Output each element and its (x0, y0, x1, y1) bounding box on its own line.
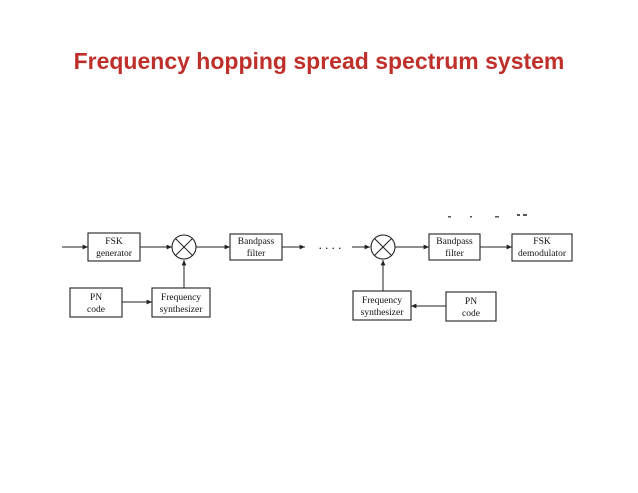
rx-frequency-synthesizer-label-1: Frequency (362, 296, 402, 306)
rx-frequency-synthesizer-label-2: synthesizer (361, 308, 405, 318)
tx-pn-code-label-2: code (87, 305, 105, 315)
tx-fsk-generator-label-1: FSK (105, 237, 123, 247)
rx-fsk-demodulator-block: FSK demodulator (511, 233, 573, 262)
tx-bandpass-filter-label-2: filter (247, 248, 266, 259)
rx-bandpass-filter-label-1: Bandpass (436, 237, 473, 247)
scan-artifacts (448, 214, 527, 218)
tx-fsk-generator-label-2: generator (96, 249, 133, 259)
rx-pn-code-block: PN code (445, 291, 497, 322)
rx-frequency-synthesizer-block: Frequency synthesizer (352, 290, 412, 321)
tx-fsk-generator-block: FSK generator (87, 232, 141, 262)
tx-frequency-synthesizer-block: Frequency synthesizer (151, 287, 211, 318)
tx-pn-code-label-1: PN (90, 293, 102, 303)
tx-frequency-synthesizer-label-1: Frequency (161, 293, 201, 303)
slide-title: Frequency hopping spread spectrum system (73, 48, 565, 74)
channel-dots: . . . . (319, 237, 342, 252)
rx-pn-code-label-1: PN (465, 297, 477, 307)
rx-bandpass-filter-block: Bandpass filter (428, 233, 481, 261)
rx-mixer (370, 234, 396, 260)
tx-frequency-synthesizer-label-2: synthesizer (160, 305, 204, 315)
rx-pn-code-label-2: code (462, 309, 480, 319)
tx-bandpass-filter-label-1: Bandpass (238, 237, 275, 247)
rx-fsk-demodulator-label-2: demodulator (518, 249, 567, 259)
rx-bandpass-filter-label-2: filter (445, 248, 464, 259)
tx-pn-code-block: PN code (69, 287, 123, 318)
tx-mixer (171, 234, 197, 260)
rx-fsk-demodulator-label-1: FSK (533, 237, 551, 247)
tx-bandpass-filter-block: Bandpass filter (229, 233, 283, 261)
